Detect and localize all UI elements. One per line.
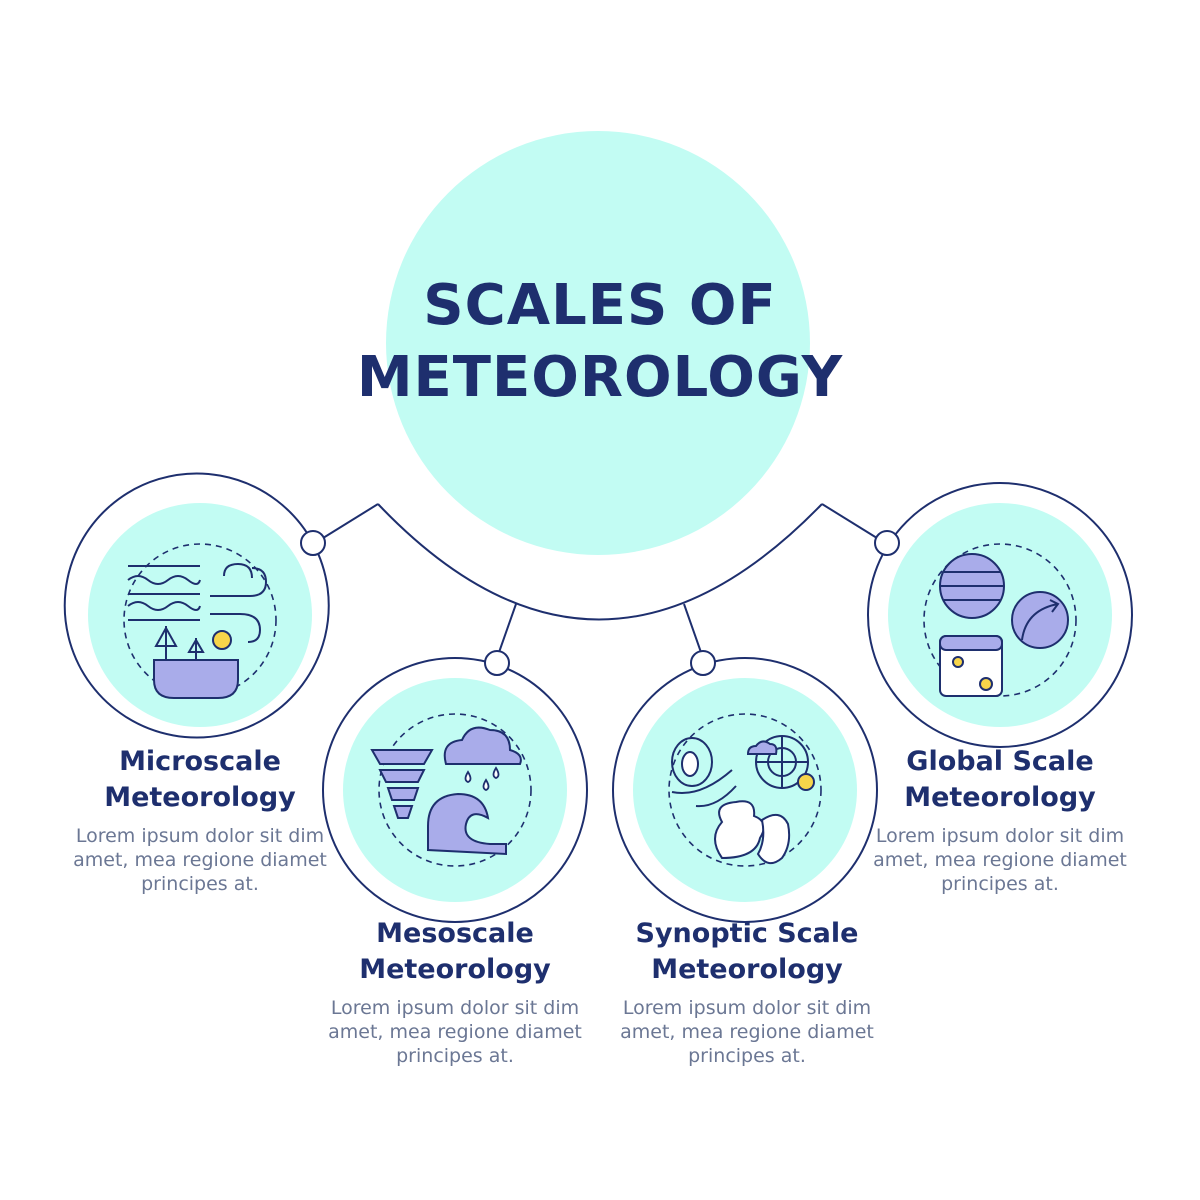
- mesoscale-heading-line-2: Meteorology: [359, 954, 551, 985]
- synoptic-label: Synoptic Scale Meteorology Lorem ipsum d…: [597, 916, 897, 1068]
- microscale-desc-line-2: amet, mea regione diamet: [73, 849, 327, 871]
- rain-cloud-icon: [443, 726, 522, 791]
- mesoscale-desc-line-3: principes at.: [396, 1045, 514, 1067]
- mesoscale-desc-line-2: amet, mea regione diamet: [328, 1021, 582, 1043]
- microscale-node: [63, 472, 330, 739]
- title-line-2: METEOROLOGY: [356, 345, 844, 410]
- title-circle: [386, 131, 810, 555]
- microscale-heading-line-1: Microscale: [119, 746, 281, 777]
- sun-icon: [212, 630, 232, 650]
- synoptic-node: [612, 650, 878, 923]
- microscale-heading: Microscale Meteorology: [50, 744, 350, 816]
- mesoscale-heading: Mesoscale Meteorology: [305, 916, 605, 988]
- synoptic-heading: Synoptic Scale Meteorology: [597, 916, 897, 988]
- synoptic-desc-line-2: amet, mea regione diamet: [620, 1021, 874, 1043]
- global-heading-line-2: Meteorology: [904, 782, 1096, 813]
- isobar-icon: [671, 737, 737, 808]
- microscale-heading-line-2: Meteorology: [104, 782, 296, 813]
- pine-trees-icon: [154, 625, 205, 660]
- wind-waves-icon: [127, 562, 268, 643]
- circulation-arrows-icon: [1011, 591, 1069, 649]
- global-desc-line-2: amet, mea regione diamet: [873, 849, 1127, 871]
- title-line-1: SCALES OF: [423, 273, 777, 338]
- mesoscale-heading-line-1: Mesoscale: [376, 918, 534, 949]
- synoptic-description: Lorem ipsum dolor sit dim amet, mea regi…: [597, 996, 897, 1068]
- microscale-desc-line-1: Lorem ipsum dolor sit dim: [75, 825, 325, 847]
- microscale-label: Microscale Meteorology Lorem ipsum dolor…: [50, 744, 350, 896]
- global-desc-line-3: principes at.: [941, 873, 1059, 895]
- lake-icon: [153, 659, 239, 699]
- global-desc-line-1: Lorem ipsum dolor sit dim: [875, 825, 1125, 847]
- page-title: SCALES OF METEOROLOGY: [300, 270, 900, 414]
- mesoscale-description: Lorem ipsum dolor sit dim amet, mea regi…: [305, 996, 605, 1068]
- mesoscale-label: Mesoscale Meteorology Lorem ipsum dolor …: [305, 916, 605, 1068]
- synoptic-desc-line-3: principes at.: [688, 1045, 806, 1067]
- connector-lines: [314, 503, 886, 659]
- mesoscale-node: [322, 650, 588, 923]
- ocean-wave-icon: [427, 792, 507, 856]
- globe-icon: [939, 553, 1005, 619]
- microscale-desc-line-3: principes at.: [141, 873, 259, 895]
- synoptic-heading-line-2: Meteorology: [651, 954, 843, 985]
- radar-icon: [746, 735, 815, 791]
- microscale-description: Lorem ipsum dolor sit dim amet, mea regi…: [50, 824, 350, 896]
- seasons-calendar-icon: [939, 635, 1003, 697]
- global-description: Lorem ipsum dolor sit dim amet, mea regi…: [850, 824, 1150, 896]
- global-label: Global Scale Meteorology Lorem ipsum dol…: [850, 744, 1150, 896]
- synoptic-heading-line-1: Synoptic Scale: [635, 918, 859, 949]
- pressure-map-icon: [714, 800, 791, 865]
- mesoscale-desc-line-1: Lorem ipsum dolor sit dim: [330, 997, 580, 1019]
- global-node: [867, 482, 1133, 748]
- global-heading-line-1: Global Scale: [906, 746, 1094, 777]
- tornado-icon: [370, 749, 434, 819]
- global-heading: Global Scale Meteorology: [850, 744, 1150, 816]
- synoptic-desc-line-1: Lorem ipsum dolor sit dim: [622, 997, 872, 1019]
